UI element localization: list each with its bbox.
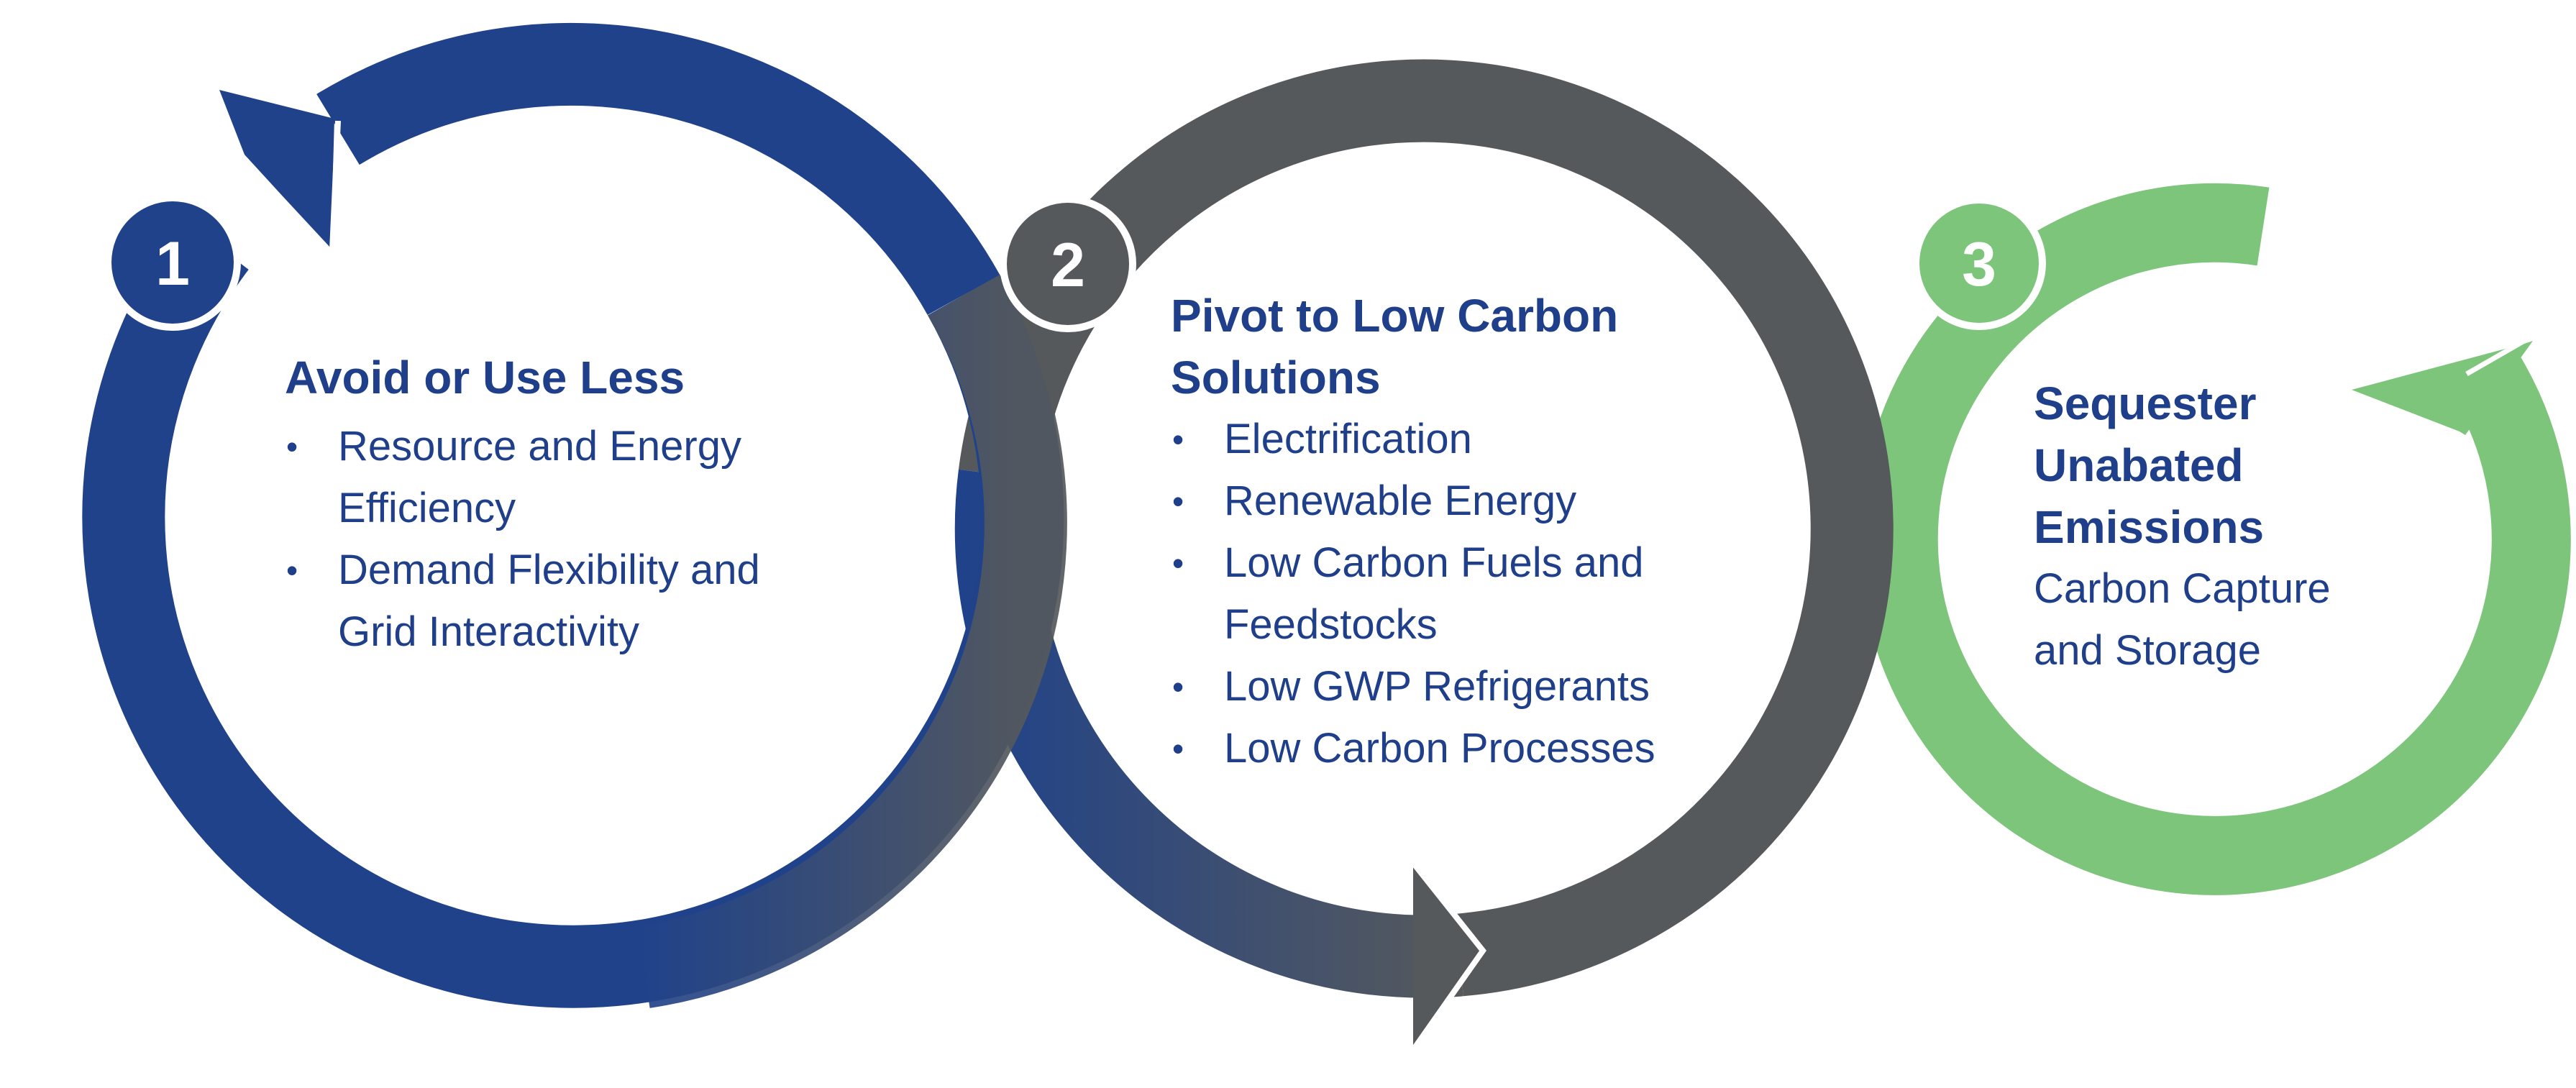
step-1-heading: Avoid or Use Less <box>285 352 685 403</box>
list-item: Low GWP Refrigerants <box>1171 656 1746 718</box>
step-2-badge: 2 <box>1000 196 1136 332</box>
step-3-badge: 3 <box>1912 196 2046 330</box>
ring-1-avoid <box>82 22 1067 1008</box>
list-item: Low Carbon Processes <box>1171 718 1746 780</box>
step-2-list: Electrification Renewable Energy Low Car… <box>1171 408 1746 780</box>
step-1-number: 1 <box>155 229 190 298</box>
step-2-number: 2 <box>1051 231 1085 300</box>
list-item: Electrification <box>1171 408 1746 470</box>
ring-2-arrowhead <box>1413 863 1483 1050</box>
step-1-badge: 1 <box>104 194 241 331</box>
ring-1-arrowhead <box>219 90 334 248</box>
step-1-text: Avoid or Use Less Resource and EnergyEff… <box>285 347 831 663</box>
list-item: Renewable Energy <box>1171 470 1746 532</box>
step-3-number: 3 <box>1962 230 1996 299</box>
